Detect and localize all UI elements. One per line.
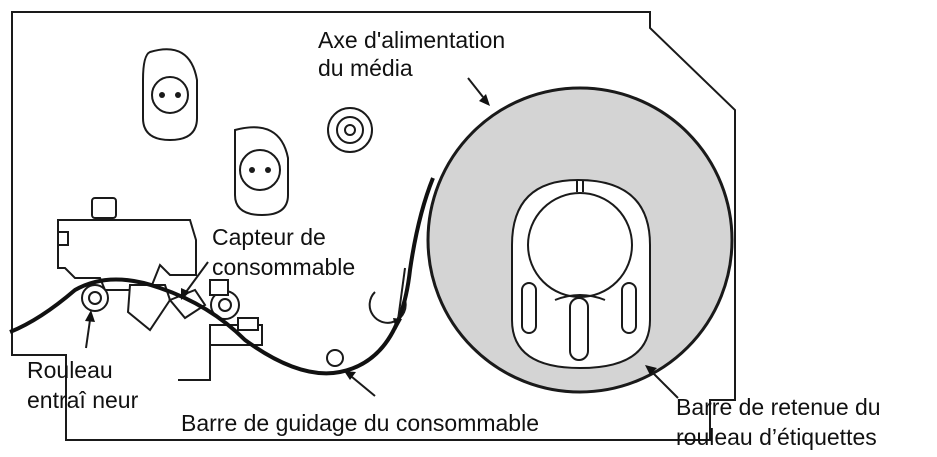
media-roll [426, 86, 734, 394]
label-drive-roller-line2: entraî neur [27, 387, 139, 413]
lower-bracket [234, 126, 289, 217]
label-media-guide-bar: Barre de guidage du consommable [181, 410, 539, 436]
media-spindle-hub [527, 192, 633, 298]
media-guide-bar-post [326, 349, 344, 367]
holder-slot-right [621, 282, 637, 334]
label-media-sensor-line1: Capteur de [212, 224, 326, 250]
label-media-sensor-line2: consommable [212, 254, 355, 280]
printer-frame [11, 11, 736, 441]
label-media-spindle-line1: Axe d'alimentation [318, 27, 505, 53]
holder-slot-left [521, 282, 537, 334]
label-roll-holder-line2: rouleau d’étiquettes [676, 424, 877, 450]
guide-hook [368, 291, 407, 324]
round-knob [327, 107, 373, 153]
print-mechanism [57, 197, 263, 381]
label-media-spindle-line2: du média [318, 55, 413, 81]
upper-bracket [142, 48, 198, 142]
callout-arrows [85, 77, 679, 399]
media-path [9, 177, 435, 376]
label-roll-holder-line1: Barre de retenue du [676, 394, 881, 420]
holder-slot-center [569, 297, 589, 361]
label-drive-roller-line1: Rouleau [27, 357, 113, 383]
drive-roller [81, 284, 109, 312]
